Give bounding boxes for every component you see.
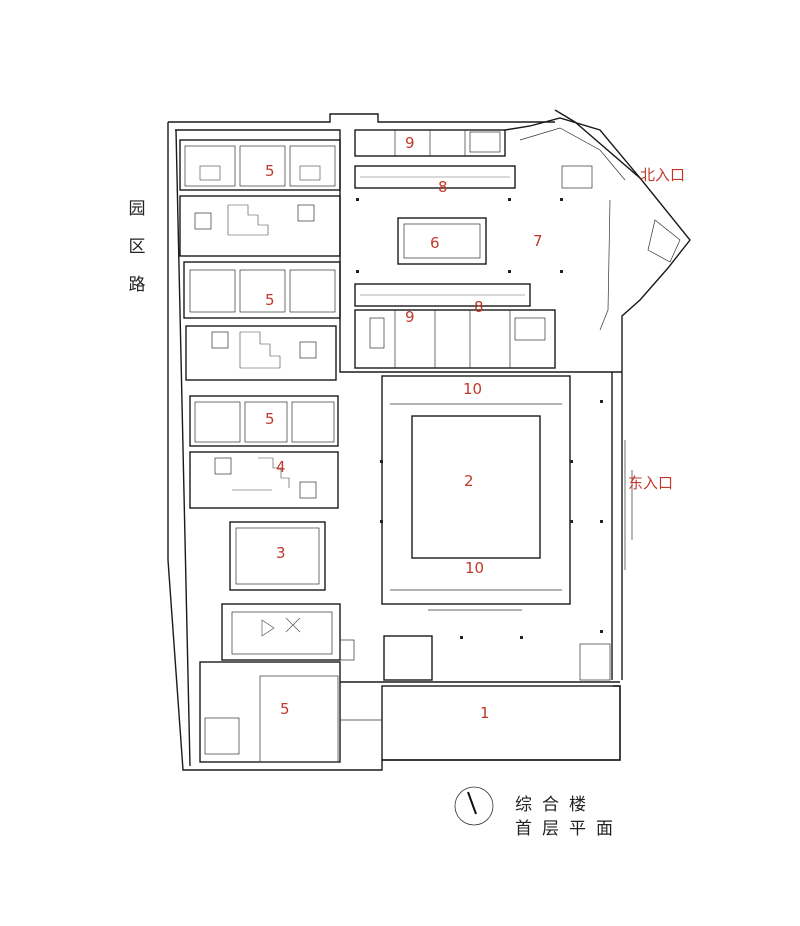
room-1: 1 [480,704,490,722]
room-7: 7 [533,232,543,250]
room-8a: 8 [438,178,448,196]
room-5b: 5 [265,291,275,309]
north-entrance-label: 北入口 [640,166,686,184]
road-char-1: 园 [128,199,146,219]
lobby [345,117,681,373]
room-9b: 9 [405,308,415,326]
road-char-2: 区 [128,237,146,257]
left-wing [179,139,341,763]
caption-subtitle: 首层平面 [515,819,623,839]
room-8b: 8 [474,298,484,316]
north-block [354,129,556,369]
room-9a: 9 [405,134,415,152]
room-5c: 5 [265,410,275,428]
caption-title: 综合楼 [515,795,596,815]
road-label: 园 区 路 [127,190,147,304]
room-3: 3 [276,544,286,562]
drawing-caption: 综合楼 首层平面 [515,793,623,841]
north-arrow-icon [454,786,494,826]
room-2: 2 [464,472,474,490]
east-wing [579,372,633,681]
room-10b: 10 [465,559,484,577]
room-6: 6 [430,234,440,252]
east-entrance-label: 东入口 [628,474,674,492]
road-char-3: 路 [128,275,146,295]
room-5a: 5 [265,162,275,180]
room-10a: 10 [463,380,482,398]
columns [356,198,603,639]
room-5d: 5 [280,700,290,718]
room-4: 4 [276,458,286,476]
south-block [339,635,621,761]
atrium [381,375,571,611]
